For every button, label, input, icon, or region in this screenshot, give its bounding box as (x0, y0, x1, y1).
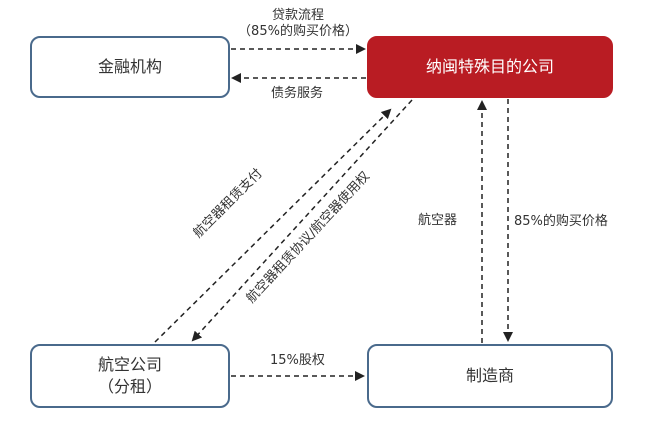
node-airline-label-line1: 航空公司 (97, 355, 162, 374)
label-loan-flow: 贷款流程 （85%的购买价格） (226, 8, 370, 40)
label-equity-15: 15%股权 (270, 353, 325, 368)
node-financial-institution: 金融机构 (30, 36, 230, 98)
arrow-lease-agreement (191, 99, 413, 342)
label-loan-flow-line1: 贷款流程 (271, 8, 324, 23)
label-loan-flow-line2: （85%的购买价格） (238, 24, 358, 39)
node-airline-label-line2: （分租） (97, 377, 162, 396)
node-airline: 航空公司 （分租） (30, 344, 230, 408)
node-manufacturer: 制造商 (367, 344, 613, 408)
label-aircraft: 航空器 (418, 213, 458, 228)
label-debt-service: 债务服务 (271, 86, 324, 101)
node-spv-label: 纳闽特殊目的公司 (425, 57, 554, 76)
node-labuan-spv: 纳闽特殊目的公司 (367, 36, 613, 98)
node-manufacturer-label: 制造商 (465, 366, 514, 385)
arrow-lease-payment (154, 108, 392, 343)
node-financial-label: 金融机构 (97, 57, 162, 76)
label-purchase-85: 85%的购买价格 (514, 214, 608, 229)
